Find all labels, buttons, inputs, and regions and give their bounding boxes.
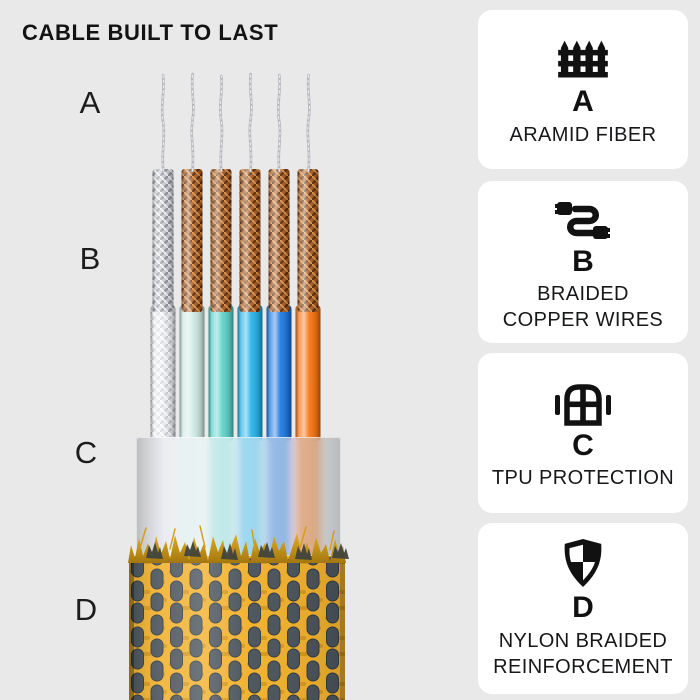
aramid-strands-layer: [160, 72, 311, 173]
card-letter: B: [572, 244, 594, 278]
card-caption: BRAIDED COPPER WIRES: [502, 283, 664, 332]
feature-card-aramid: A ARAMID FIBER: [478, 10, 688, 169]
fence-icon: [558, 31, 608, 83]
card-caption: ARAMID FIBER: [509, 123, 657, 146]
frayed-fibers: [128, 525, 349, 563]
card-letter: C: [572, 428, 594, 462]
feature-card-tpu: C TPU PROTECTION: [478, 353, 688, 513]
feature-card-copper: B BRAIDED COPPER WIRES: [478, 181, 688, 343]
insulated-wires-layer: [150, 305, 321, 441]
layer-label-a: A: [79, 85, 101, 120]
layer-label-d: D: [74, 592, 98, 627]
checkered-shield-icon: [560, 537, 606, 589]
nylon-sleeve: [129, 556, 345, 700]
layer-label-b: B: [79, 241, 101, 276]
feature-cards: A ARAMID FIBER B BRAIDED COPPER WIRES: [478, 10, 688, 694]
card-caption: NYLON BRAIDED REINFORCEMENT: [493, 629, 673, 678]
card-letter: D: [572, 591, 594, 625]
layer-label-c: C: [74, 435, 98, 470]
armored-window-icon: [555, 375, 611, 427]
card-letter: A: [572, 85, 594, 119]
cable-plugs-icon: [555, 191, 611, 243]
braided-copper-layer: [152, 169, 319, 312]
feature-card-nylon: D NYLON BRAIDED REINFORCEMENT: [478, 523, 688, 694]
tpu-sleeve: [136, 437, 341, 556]
card-caption: TPU PROTECTION: [491, 467, 675, 490]
page-title: CABLE BUILT TO LAST: [22, 20, 279, 45]
